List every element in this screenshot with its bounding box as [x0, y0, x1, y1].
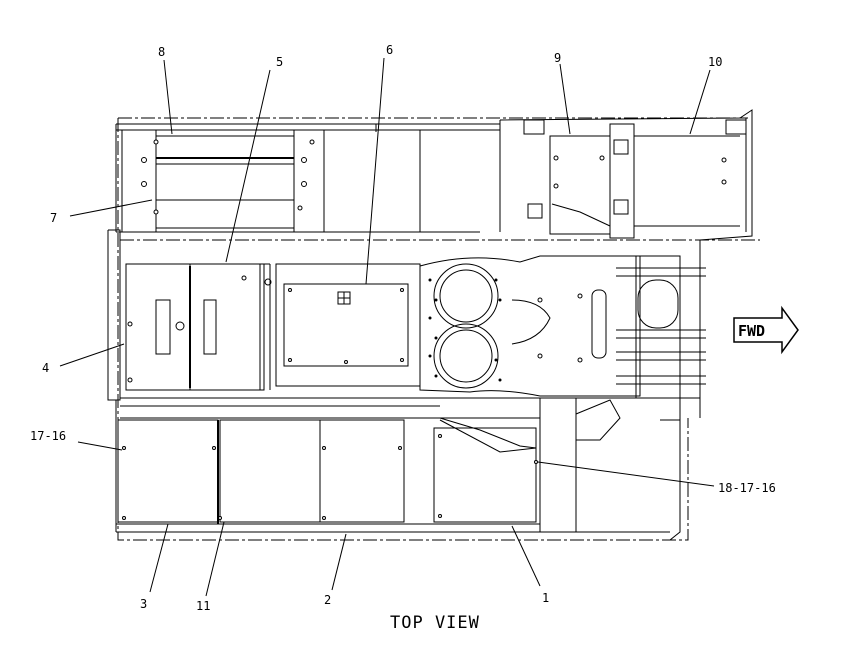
- callout-10: 10: [708, 55, 722, 69]
- front-left-plate: [121, 129, 325, 233]
- front-right-plate: [523, 119, 747, 239]
- leader-lines: [59, 57, 715, 597]
- left-center-panel: [107, 229, 272, 401]
- callout-7: 7: [50, 211, 57, 225]
- callout-6: 6: [386, 43, 393, 57]
- callout-9: 9: [554, 51, 561, 65]
- callout-5: 5: [276, 55, 283, 69]
- callout-11: 11: [196, 599, 210, 613]
- center-panel: [275, 263, 421, 387]
- callout-2: 2: [324, 593, 331, 607]
- callout-17-16: 17-16: [30, 429, 66, 443]
- view-caption: TOP VIEW: [390, 613, 480, 633]
- callout-3: 3: [140, 597, 147, 611]
- rear-rails: [616, 240, 706, 420]
- callout-1: 1: [542, 591, 549, 605]
- fwd-arrow: FWD: [733, 305, 799, 355]
- frame-outline: [115, 109, 760, 541]
- fwd-label: FWD: [738, 322, 765, 340]
- callout-4: 4: [42, 361, 49, 375]
- lower-plates: [117, 397, 621, 533]
- callout-8: 8: [158, 45, 165, 59]
- callout-18-17-16: 18-17-16: [718, 481, 776, 495]
- callout-labels: 8 5 6 9 10 7 4 17-16 18-17-16 3 11 2 1: [30, 43, 776, 613]
- center-casting: [419, 255, 641, 397]
